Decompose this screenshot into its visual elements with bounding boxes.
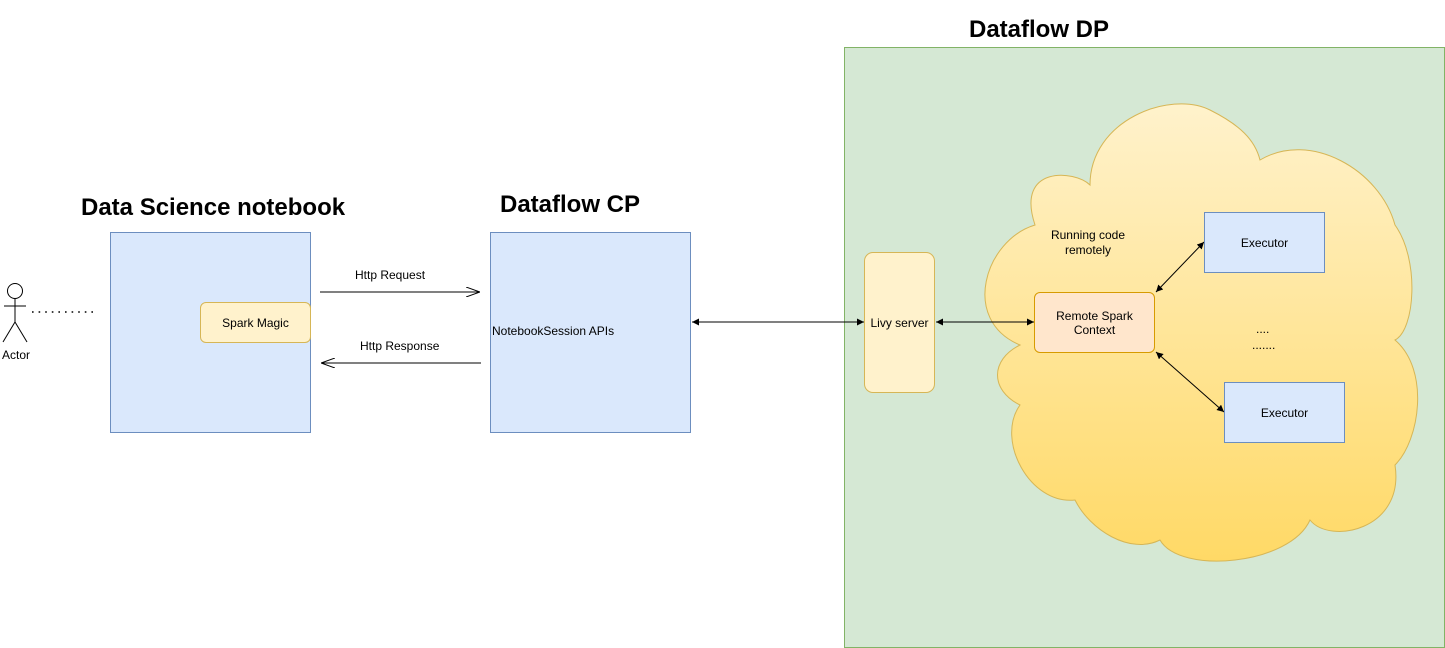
notebook-session-apis-label: NotebookSession APIs <box>492 324 615 338</box>
executor-bottom-node[interactable]: Executor <box>1224 382 1345 443</box>
executor-ellipsis-long: ....... <box>1252 338 1276 352</box>
spark-executor-bottom-connector[interactable] <box>1155 351 1225 413</box>
executor-ellipsis-short: .... <box>1256 322 1270 336</box>
executor-bottom-label: Executor <box>1260 405 1309 420</box>
livy-server-label: Livy server <box>870 315 929 330</box>
running-code-line-2: remotely <box>1064 243 1111 257</box>
actor-icon <box>2 283 28 343</box>
spark-magic-label: Spark Magic <box>222 315 289 330</box>
http-response-label: Http Response <box>360 339 440 353</box>
notebook-session-apis-box[interactable] <box>490 232 691 433</box>
dataflow-cp-heading: Dataflow CP <box>500 191 641 218</box>
spark-executor-top-connector[interactable] <box>1155 241 1205 293</box>
executor-top-label: Executor <box>1240 235 1289 250</box>
http-request-label: Http Request <box>355 268 426 282</box>
running-code-line-1: Running code <box>1050 228 1126 242</box>
remote-spark-line-2: Context <box>1073 322 1116 337</box>
remote-spark-context-node[interactable]: Remote Spark Context <box>1034 292 1155 353</box>
executor-top-node[interactable]: Executor <box>1204 212 1325 273</box>
livy-server-node[interactable]: Livy server <box>864 252 935 393</box>
spark-magic-node[interactable]: Spark Magic <box>200 302 311 343</box>
dataflow-dp-heading: Dataflow DP <box>969 16 1110 43</box>
running-code-label: Running code remotely <box>1040 228 1136 258</box>
remote-spark-line-1: Remote Spark <box>1056 308 1133 323</box>
notebook-heading: Data Science notebook <box>81 194 346 221</box>
actor-label: Actor <box>2 348 31 362</box>
